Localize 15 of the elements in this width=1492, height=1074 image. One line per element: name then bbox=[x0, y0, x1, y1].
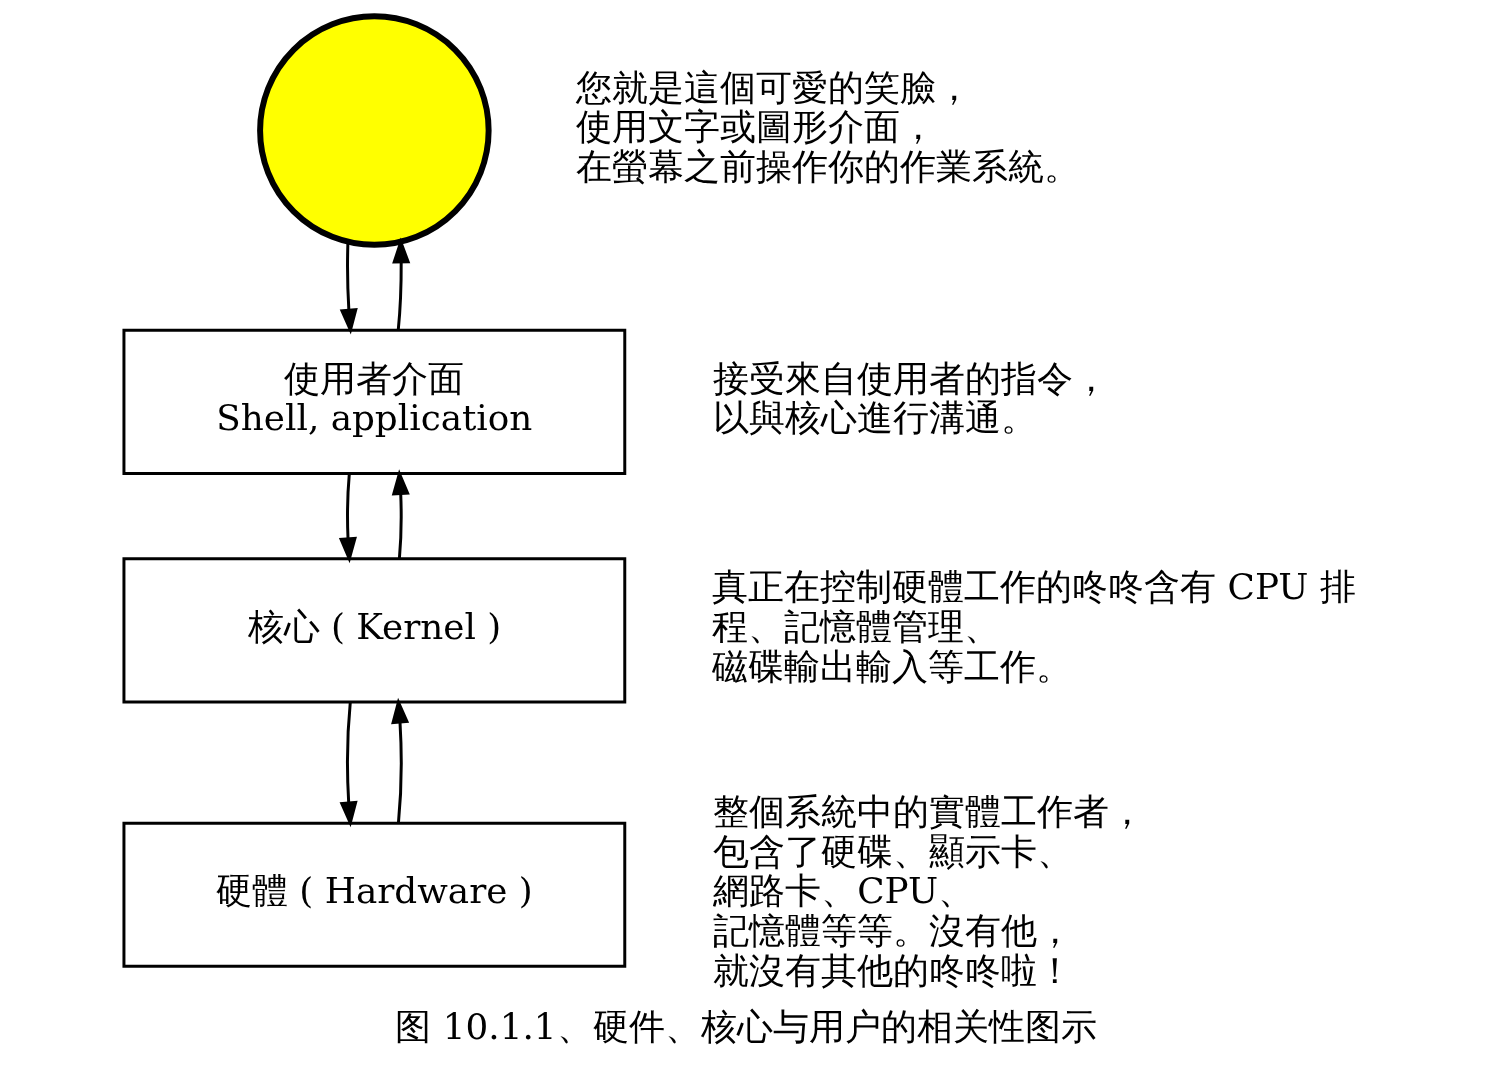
arrow bbox=[339, 242, 358, 335]
node-box: 使用者介面 Shell, application bbox=[122, 328, 627, 475]
arrow bbox=[338, 473, 357, 564]
node-label: 真正在控制硬體工作的咚咚含有 CPU 排程、記憶體管理、磁碟輸出輸入等工作。 bbox=[712, 566, 1356, 687]
arrow bbox=[391, 697, 410, 823]
arrow bbox=[391, 469, 410, 559]
node-circle bbox=[257, 13, 492, 248]
node-label: 整個系統中的實體工作者，包含了硬碟、顯示卡、網路卡、CPU、記憶體等等。沒有他，就沒有其他的咚咚啦！ bbox=[713, 790, 1146, 991]
caption: 图 10.1.1、硬件、核心与用户的相关性图示 bbox=[395, 1005, 1097, 1047]
node-box: 核心 ( Kernel ) bbox=[122, 557, 627, 704]
arrow bbox=[392, 237, 411, 331]
node-box: 硬體 ( Hardware ) bbox=[122, 821, 627, 968]
arrow bbox=[339, 702, 358, 828]
node-label: 您就是這個可愛的笑臉，使用文字或圖形介面，在螢幕之前操作你的作業系統。 bbox=[576, 66, 1081, 188]
node-label: 接受來自使用者的指令，以與核心進行溝通。 bbox=[713, 357, 1110, 439]
